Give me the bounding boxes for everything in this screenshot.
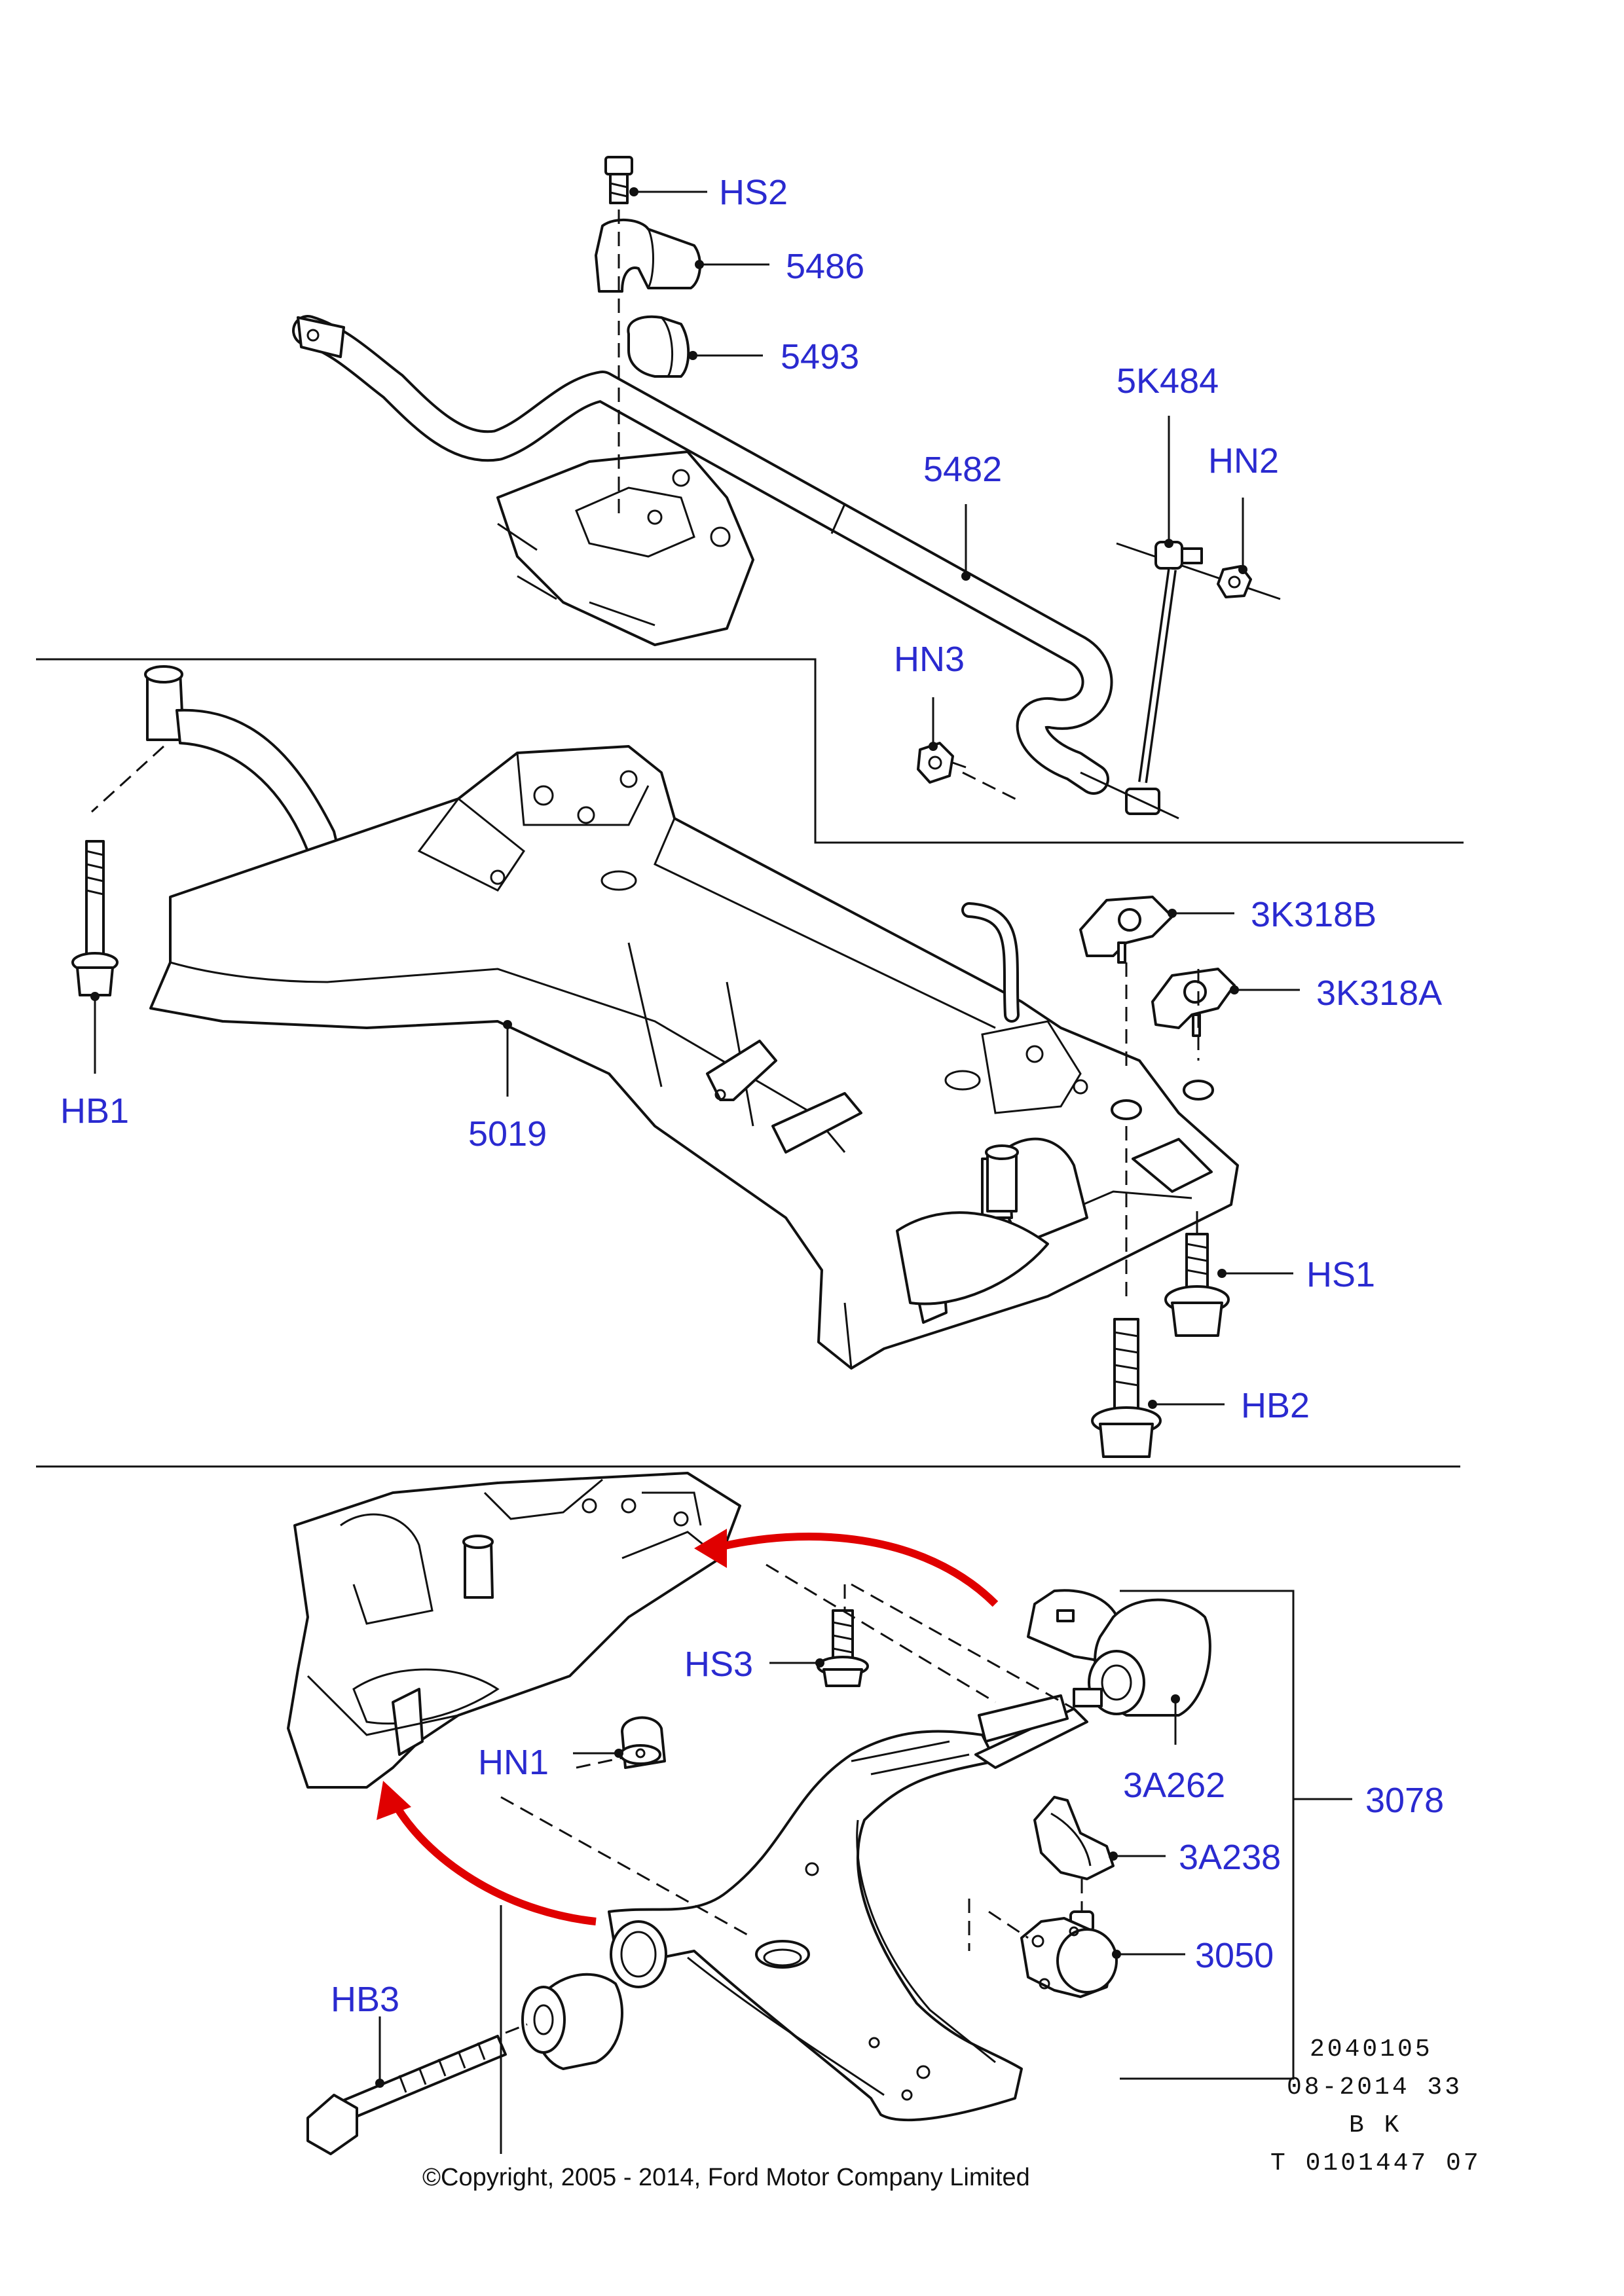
bracket-3k318a bbox=[1151, 968, 1236, 1037]
footer-line-4: T 0101447 07 bbox=[1270, 2149, 1481, 2178]
lower-arm-3078 bbox=[608, 1694, 1088, 2122]
label-5019: 5019 bbox=[468, 1114, 547, 1154]
label-3a262: 3A262 bbox=[1123, 1766, 1225, 1805]
label-hb1: HB1 bbox=[60, 1091, 129, 1131]
label-hs1: HS1 bbox=[1306, 1255, 1375, 1294]
label-5482: 5482 bbox=[923, 450, 1002, 489]
label-hn3: HN3 bbox=[894, 640, 965, 679]
label-hn1: HN1 bbox=[478, 1743, 549, 1782]
section-frames bbox=[36, 658, 1464, 2080]
footer-line-1: 2040105 bbox=[1310, 2035, 1433, 2064]
clamp-5486 bbox=[595, 218, 702, 293]
stabilizer-bar bbox=[292, 315, 1113, 795]
stabilizer-section: HS2 5486 5493 5K484 HN2 5482 HN3 bbox=[292, 156, 1281, 820]
bolt-hs1 bbox=[1164, 1211, 1230, 1337]
footer-line-3: B K bbox=[1349, 2111, 1401, 2140]
assembly-arrows bbox=[377, 1529, 999, 1925]
label-5493: 5493 bbox=[781, 337, 859, 376]
lower-arm-section: HS3 HN1 3A262 3078 3A238 3050 HB3 bbox=[287, 1472, 1444, 2155]
bracket-3k318b bbox=[1079, 896, 1173, 964]
callouts-section-3: HS3 HN1 3A262 3078 3A238 3050 HB3 bbox=[331, 1645, 1444, 2088]
bolt-hb1 bbox=[71, 745, 165, 996]
bolt-hs3 bbox=[817, 1609, 869, 1687]
callouts-section-2: 3K318B 3K318A HB1 5019 HS1 HB2 bbox=[60, 895, 1442, 1425]
label-hs3: HS3 bbox=[684, 1645, 753, 1684]
label-3050: 3050 bbox=[1195, 1936, 1274, 1975]
label-3k318b: 3K318B bbox=[1251, 895, 1376, 934]
label-hn2: HN2 bbox=[1208, 441, 1279, 481]
callouts-section-1: HS2 5486 5493 5K484 HN2 5482 HN3 bbox=[629, 173, 1279, 751]
label-5k484: 5K484 bbox=[1116, 361, 1219, 401]
bolt-hs2 bbox=[604, 156, 633, 204]
label-hb3: HB3 bbox=[331, 1980, 399, 2019]
crossmember-5019 bbox=[149, 745, 1239, 1370]
bolt-hb3 bbox=[306, 2023, 528, 2155]
label-3k318a: 3K318A bbox=[1316, 974, 1442, 1013]
crossmember-section: 3K318B 3K318A HB1 5019 HS1 HB2 bbox=[60, 665, 1442, 1458]
link-5k484 bbox=[1080, 541, 1281, 820]
bolt-hb2 bbox=[1091, 1126, 1162, 1458]
nut-hn1 bbox=[619, 1716, 666, 1769]
footer: 2040105 08-2014 33 B K T 0101447 07 ©Cop… bbox=[422, 2035, 1481, 2191]
label-hs2: HS2 bbox=[719, 173, 788, 212]
ball-joint-3050 bbox=[1020, 1910, 1118, 1998]
bush-3a262 bbox=[1027, 1589, 1211, 1717]
nut-hn3 bbox=[917, 742, 1022, 803]
copyright-notice: ©Copyright, 2005 - 2014, Ford Motor Comp… bbox=[422, 2164, 1030, 2191]
bush-front bbox=[521, 1973, 623, 2070]
bush-5493 bbox=[627, 315, 690, 378]
label-3a238: 3A238 bbox=[1179, 1838, 1281, 1877]
assembly-lines bbox=[500, 1563, 1083, 1951]
footer-line-2: 08-2014 33 bbox=[1287, 2073, 1462, 2102]
clip-3a238 bbox=[1033, 1796, 1115, 1880]
label-5486: 5486 bbox=[786, 247, 864, 286]
label-3078: 3078 bbox=[1365, 1781, 1444, 1820]
label-hb2: HB2 bbox=[1241, 1386, 1310, 1425]
